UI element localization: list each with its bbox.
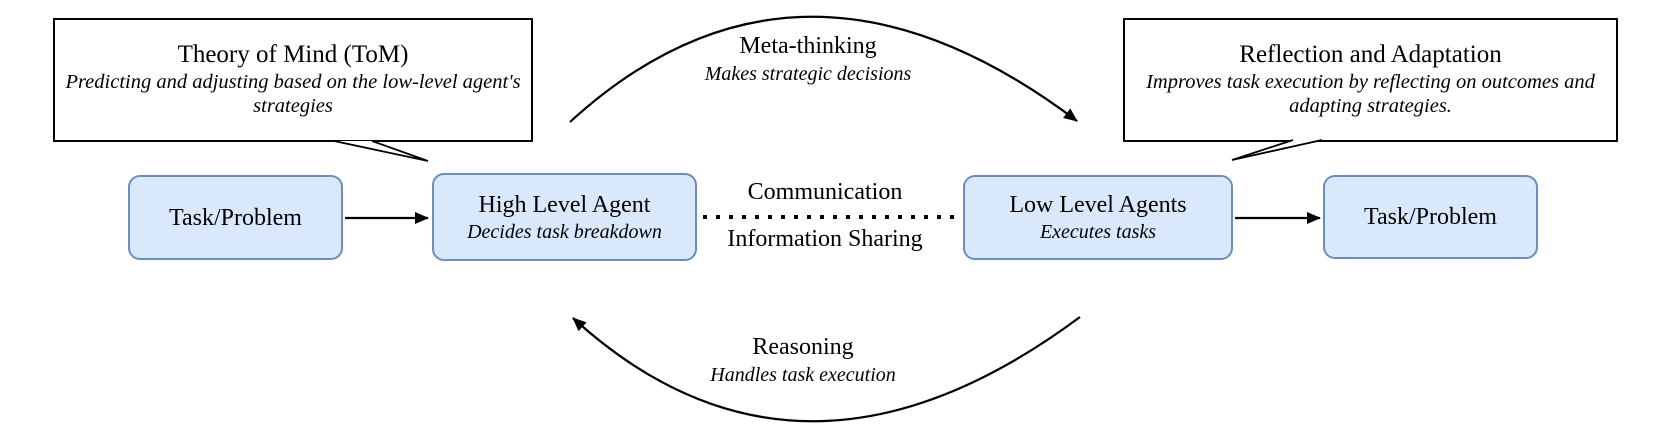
node-subtitle: Executes tasks xyxy=(1039,221,1157,243)
node-label: Task/Problem xyxy=(1364,204,1497,230)
node-high-level-agent: High Level Agent Decides task breakdown xyxy=(432,173,697,261)
edge-label-information-sharing: Information Sharing xyxy=(727,226,923,252)
node-subtitle: Decides task breakdown xyxy=(467,220,662,243)
callout-subtitle: Improves task execution by reflecting on… xyxy=(1146,71,1595,118)
edge-label-reasoning: Reasoning Handles task execution xyxy=(710,333,896,388)
callout-tail-reflection xyxy=(1231,139,1323,161)
node-label: Task/Problem xyxy=(169,204,302,231)
node-title: High Level Agent xyxy=(478,191,651,218)
callout-tail-tom xyxy=(333,140,429,162)
edge-title: Reasoning xyxy=(752,334,854,360)
edge-subtitle: Handles task execution xyxy=(710,363,896,386)
callout-reflection-adaptation: Reflection and Adaptation Improves task … xyxy=(1123,18,1618,142)
edge-title: Meta-thinking xyxy=(739,33,877,59)
edge-subtitle: Makes strategic decisions xyxy=(704,62,912,85)
node-task-problem-left: Task/Problem xyxy=(128,175,343,260)
callout-subtitle: Predicting and adjusting based on the lo… xyxy=(65,71,521,118)
node-task-problem-right: Task/Problem xyxy=(1323,175,1538,259)
callout-title: Theory of Mind (ToM) xyxy=(177,41,409,69)
callout-theory-of-mind: Theory of Mind (ToM) Predicting and adju… xyxy=(53,18,533,142)
node-title: Low Level Agents xyxy=(1009,192,1187,218)
node-low-level-agents: Low Level Agents Executes tasks xyxy=(963,175,1233,260)
edge-label-communication: Communication xyxy=(747,179,903,205)
callout-title: Reflection and Adaptation xyxy=(1239,41,1502,69)
edge-label-meta-thinking: Meta-thinking Makes strategic decisions xyxy=(705,32,912,87)
